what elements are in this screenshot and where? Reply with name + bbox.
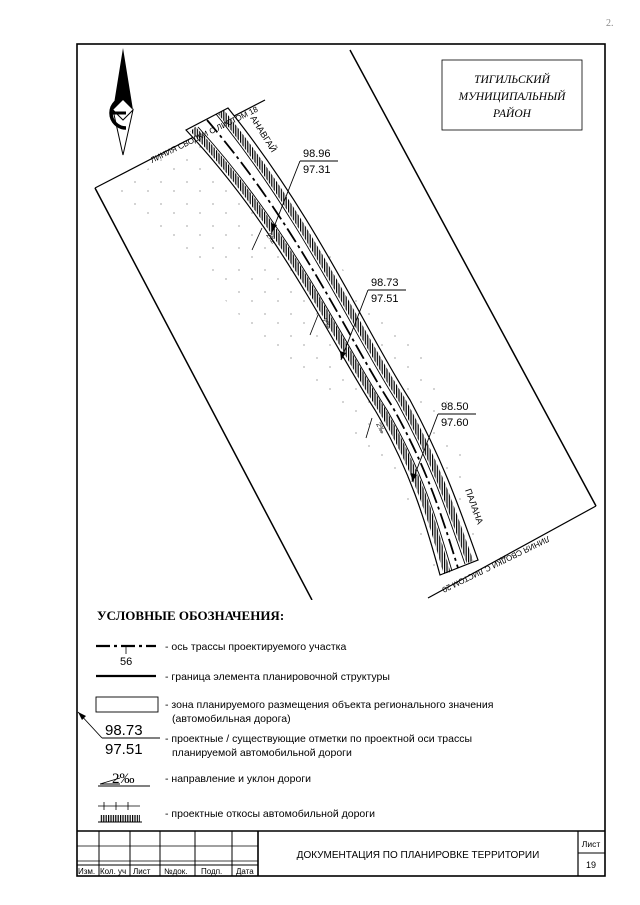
sheet-label: Лист xyxy=(582,839,601,849)
legend-symbol-slope: 2‰ xyxy=(98,771,150,787)
legend: УСЛОВНЫЕ ОБОЗНАЧЕНИЯ: 56 - ось трассы пр… xyxy=(77,608,493,823)
title-block xyxy=(77,830,605,876)
slope-arrow-2: 2‰ xyxy=(309,314,332,336)
svg-text:98.50: 98.50 xyxy=(441,401,469,413)
elevation-callout-2: 98.73 97.51 xyxy=(340,277,406,361)
slope-arrow-1: 2‰ xyxy=(251,227,276,251)
legend-symbol-axis: 56 xyxy=(96,644,156,668)
legend-text-axis: - ось трассы проектируемого участка xyxy=(165,641,346,653)
header-signature: Подп. xyxy=(201,867,222,876)
legend-text-elevation: - проектные / существующие отметки по пр… xyxy=(165,733,472,745)
title-block-headers: Изм. Кол. уч Лист №док. Подп. Дата xyxy=(78,867,254,876)
svg-text:98.96: 98.96 xyxy=(303,148,331,160)
legend-text-slope: - направление и уклон дороги xyxy=(165,773,311,785)
district-line-3: РАЙОН xyxy=(492,105,532,120)
legend-symbol-zone xyxy=(95,696,159,713)
planning-boundary-left xyxy=(94,187,313,600)
svg-text:97.51: 97.51 xyxy=(371,293,399,305)
legend-symbol-elevation: 98.73 97.51 xyxy=(77,711,160,758)
elevation-callout-3: 98.50 97.60 xyxy=(411,401,476,483)
svg-text:2‰: 2‰ xyxy=(264,232,276,245)
svg-text:56: 56 xyxy=(120,656,132,668)
header-sheet: Лист xyxy=(133,867,151,876)
road-edge-right xyxy=(215,113,466,565)
road-slope-left xyxy=(190,126,451,574)
svg-text:2‰: 2‰ xyxy=(374,422,385,435)
map-area: 2‰ 2‰ 2‰ 98.96 97.31 98.73 97.51 98.50 xyxy=(94,49,597,600)
elevation-callout-1: 98.96 97.31 xyxy=(271,148,338,233)
match-line-bottom xyxy=(427,505,597,599)
sheet-frame xyxy=(76,43,606,877)
legend-text-zone: - зона планируемого размещения объекта р… xyxy=(165,699,493,711)
road-edge-left xyxy=(197,126,453,572)
svg-text:97.31: 97.31 xyxy=(303,164,331,176)
road-corridor xyxy=(185,107,479,576)
header-revision: Изм. xyxy=(78,867,95,876)
district-line-2: МУНИЦИПАЛЬНЫЙ xyxy=(458,88,567,103)
legend-title: УСЛОВНЫЕ ОБОЗНАЧЕНИЯ: xyxy=(97,608,284,623)
district-title-box: ТИГИЛЬСКИЙ МУНИЦИПАЛЬНЫЙ РАЙОН xyxy=(441,59,583,131)
legend-text-embankment: - проектные откосы автомобильной дороги xyxy=(165,808,375,820)
sheet-number: 19 xyxy=(586,860,596,870)
legend-text-elevation-2: планируемой автомобильной дороги xyxy=(172,747,352,759)
svg-text:97.60: 97.60 xyxy=(441,417,469,429)
svg-text:98.73: 98.73 xyxy=(105,722,143,739)
slope-arrow-3: 2‰ xyxy=(365,417,386,439)
legend-symbol-embankment xyxy=(98,802,142,823)
corner-mark: 2. xyxy=(606,18,614,29)
svg-text:2‰: 2‰ xyxy=(112,771,135,787)
north-arrow-icon xyxy=(109,48,134,156)
road-slope-right xyxy=(218,109,474,564)
road-axis xyxy=(206,119,459,569)
svg-text:98.73: 98.73 xyxy=(371,277,399,289)
header-date: Дата xyxy=(236,867,254,876)
svg-text:2‰: 2‰ xyxy=(320,318,332,331)
terrain-dots xyxy=(118,125,488,580)
header-count: Кол. уч xyxy=(100,867,126,876)
planning-boundary-right xyxy=(349,49,597,507)
header-docnum: №док. xyxy=(164,867,187,876)
svg-text:97.51: 97.51 xyxy=(105,741,143,758)
document-title: ДОКУМЕНТАЦИЯ ПО ПЛАНИРОВКЕ ТЕРРИТОРИИ xyxy=(297,850,540,861)
legend-text-zone-2: (автомобильная дорога) xyxy=(172,713,291,725)
district-line-1: ТИГИЛЬСКИЙ xyxy=(474,71,551,86)
legend-text-boundary: - граница элемента планировочной структу… xyxy=(165,671,390,683)
match-line-top xyxy=(94,99,266,189)
